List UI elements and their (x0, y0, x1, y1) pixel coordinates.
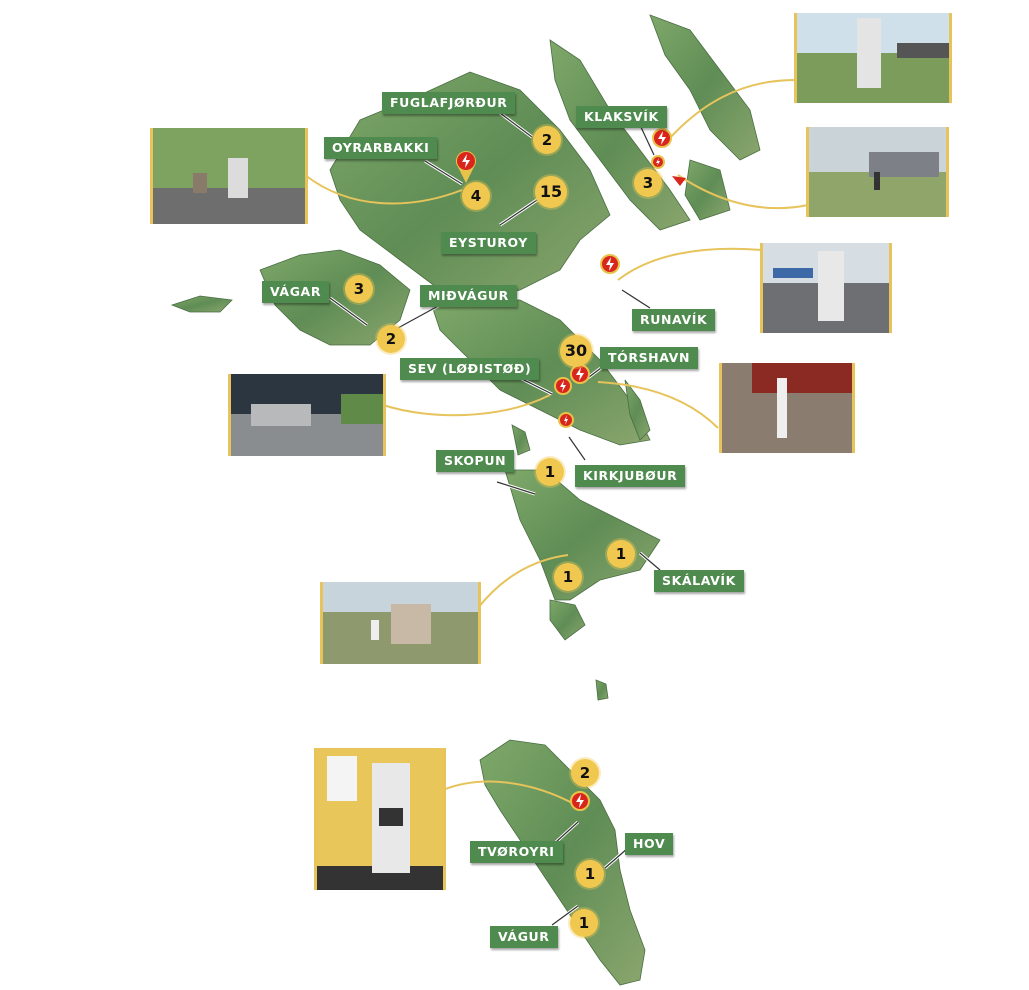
charging-pin-icon (554, 377, 572, 395)
charging-pin-icon (651, 155, 665, 169)
label-klaksvik: KLAKSVÍK (576, 106, 667, 128)
label-eysturoy: EYSTUROY (441, 232, 536, 254)
island-sandoy (504, 469, 661, 601)
charging-pin-icon (600, 254, 620, 274)
label-skopun: SKOPUN (436, 450, 515, 472)
count-badge-fuglafjordur: 2 (533, 126, 561, 154)
island-vagar (259, 249, 411, 346)
photo-runavik (760, 243, 892, 333)
count-badge-hov: 1 (576, 860, 604, 888)
island-nolsoy (624, 379, 651, 441)
photo-torshavn (719, 363, 855, 453)
charging-pin-icon (558, 412, 574, 428)
count-badge-skopun: 1 (536, 458, 564, 486)
island-vidoy (684, 159, 731, 221)
island-stora-dimun (595, 679, 609, 701)
label-hov: HOV (625, 833, 674, 855)
photo-klaksvik-2 (806, 127, 949, 217)
island-mykines (170, 295, 233, 313)
label-vagur: VÁGUR (490, 926, 558, 948)
count-badge-midvagur: 2 (377, 325, 405, 353)
label-torshavn: TÓRSHAVN (600, 347, 699, 369)
island-skuvoy (549, 599, 586, 641)
label-midvagur: MIÐVÁGUR (420, 285, 517, 307)
count-badge-vagur: 1 (570, 909, 598, 937)
direction-marker-icon (672, 176, 686, 186)
charging-pin-icon (652, 128, 672, 148)
label-vagar: VÁGAR (262, 281, 330, 303)
label-skalavik: SKÁLAVÍK (654, 570, 744, 592)
photo-sandoy (320, 582, 481, 664)
photo-klaksvik-1 (794, 13, 952, 103)
count-badge-skalavik: 1 (607, 540, 635, 568)
label-tvoroyri: TVØROYRI (470, 841, 563, 863)
island-kalsoy (649, 14, 761, 161)
connector-lines (304, 79, 809, 806)
photo-sev (228, 374, 386, 456)
label-oyrarbakki: OYRARBAKKI (324, 137, 438, 159)
count-badge-klaksvik: 3 (634, 169, 662, 197)
label-runavik: RUNAVÍK (632, 309, 716, 331)
count-badge-eysturoy: 15 (535, 176, 567, 208)
count-badge-sandur: 1 (554, 563, 582, 591)
charging-pin-icon (455, 151, 476, 183)
charging-pin-icon (570, 364, 590, 384)
photo-oyrarbakki (150, 128, 308, 224)
charging-pins (455, 128, 686, 811)
island-hestur (511, 424, 531, 456)
count-badge-vagar: 3 (345, 275, 373, 303)
label-kirkjubour: KIRKJUBØUR (575, 465, 686, 487)
label-fuglafjordur: FUGLAFJØRÐUR (382, 92, 516, 114)
count-badge-torshavn: 30 (560, 335, 592, 367)
photo-tvoroyri (314, 748, 446, 890)
count-badge-tvoroyri: 2 (571, 759, 599, 787)
count-badge-oyrarbakki: 4 (462, 182, 490, 210)
label-sev: SEV (LØÐISTØÐ) (400, 358, 540, 380)
charging-pin-icon (570, 791, 590, 811)
